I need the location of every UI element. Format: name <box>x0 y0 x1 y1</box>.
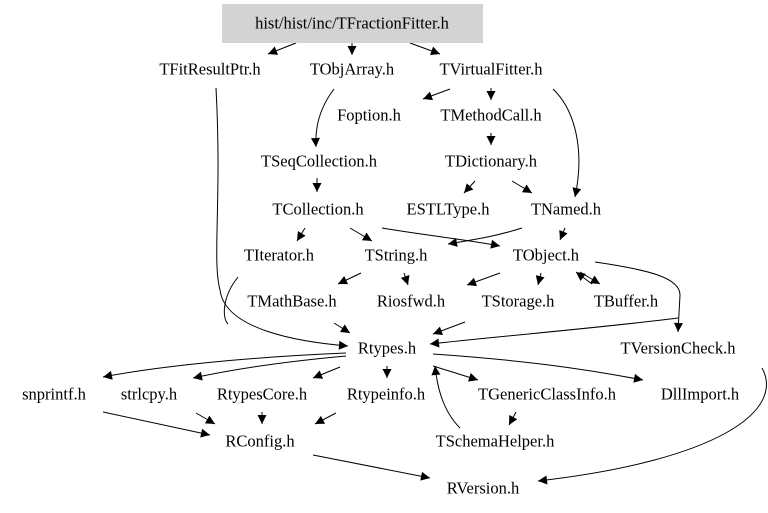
node-tschemahelper[interactable]: TSchemaHelper.h <box>436 432 555 451</box>
edge <box>594 261 683 333</box>
edge <box>215 87 349 350</box>
node-titerator[interactable]: TIterator.h <box>244 246 315 265</box>
node-rtypeinfo[interactable]: Rtypeinfo.h <box>347 385 426 404</box>
edge <box>422 88 451 101</box>
edge <box>400 272 410 286</box>
node-tstring[interactable]: TString.h <box>365 246 429 265</box>
root-node-label: hist/hist/inc/TFractionFitter.h <box>255 14 450 33</box>
edge <box>337 272 362 285</box>
node-dllimport[interactable]: DllImport.h <box>661 385 740 404</box>
edge <box>559 227 568 241</box>
node-strlcpy[interactable]: strlcpy.h <box>121 385 178 404</box>
edge <box>310 88 335 148</box>
edge <box>432 365 479 382</box>
edge <box>535 272 545 286</box>
edge <box>432 321 466 336</box>
node-tnamed[interactable]: TNamed.h <box>531 200 602 219</box>
edge <box>314 412 337 425</box>
node-rconfig[interactable]: RConfig.h <box>225 432 295 451</box>
edge <box>429 317 679 348</box>
edge <box>102 411 211 438</box>
node-tgenericclassinfo[interactable]: TGenericClassInfo.h <box>478 385 617 404</box>
node-foption[interactable]: Foption.h <box>337 106 401 125</box>
root-node[interactable]: hist/hist/inc/TFractionFitter.h <box>222 4 483 43</box>
node-tobject[interactable]: TObject.h <box>513 246 580 265</box>
node-rtypes[interactable]: Rtypes.h <box>358 339 417 358</box>
node-tfitresultptr[interactable]: TFitResultPtr.h <box>159 60 261 79</box>
node-riosfwd[interactable]: Riosfwd.h <box>377 292 446 311</box>
node-tmathbase[interactable]: TMathBase.h <box>247 292 337 311</box>
edge <box>432 353 644 383</box>
node-estltype[interactable]: ESTLType.h <box>406 200 490 219</box>
node-tmethodcall[interactable]: TMethodCall.h <box>440 106 542 125</box>
node-tdictionary[interactable]: TDictionary.h <box>445 152 538 171</box>
node-rversion[interactable]: RVersion.h <box>447 479 520 498</box>
edge <box>409 42 441 56</box>
edge <box>312 366 341 379</box>
edge <box>102 352 347 380</box>
edge <box>552 88 582 198</box>
edge <box>195 412 216 425</box>
root-node-box <box>222 4 483 43</box>
nodes: hist/hist/inc/TFractionFitter.h TFitResu… <box>22 4 740 498</box>
edges <box>102 42 767 485</box>
node-tvirtualfitter[interactable]: TVirtualFitter.h <box>439 60 543 79</box>
edge <box>511 180 533 194</box>
edge <box>575 271 593 285</box>
node-tobjarray[interactable]: TObjArray.h <box>310 60 395 79</box>
node-tversioncheck[interactable]: TVersionCheck.h <box>620 339 736 358</box>
edge <box>192 355 347 381</box>
node-snprintf[interactable]: snprintf.h <box>22 385 86 404</box>
edge <box>381 227 501 249</box>
edge <box>508 411 518 426</box>
node-tbuffer[interactable]: TBuffer.h <box>594 292 659 311</box>
edge <box>312 454 431 481</box>
edge <box>431 365 461 429</box>
node-tcollection[interactable]: TCollection.h <box>272 200 364 219</box>
node-tstorage[interactable]: TStorage.h <box>482 292 556 311</box>
edge <box>333 322 351 334</box>
edge <box>447 227 523 247</box>
edge <box>349 227 373 242</box>
node-rtypescore[interactable]: RtypesCore.h <box>217 385 308 404</box>
edge <box>466 272 501 287</box>
edge <box>296 227 306 242</box>
edge <box>267 42 297 55</box>
node-tseqcollection[interactable]: TSeqCollection.h <box>261 152 378 171</box>
edge <box>537 367 767 485</box>
edge <box>463 180 476 194</box>
edge <box>223 276 239 325</box>
